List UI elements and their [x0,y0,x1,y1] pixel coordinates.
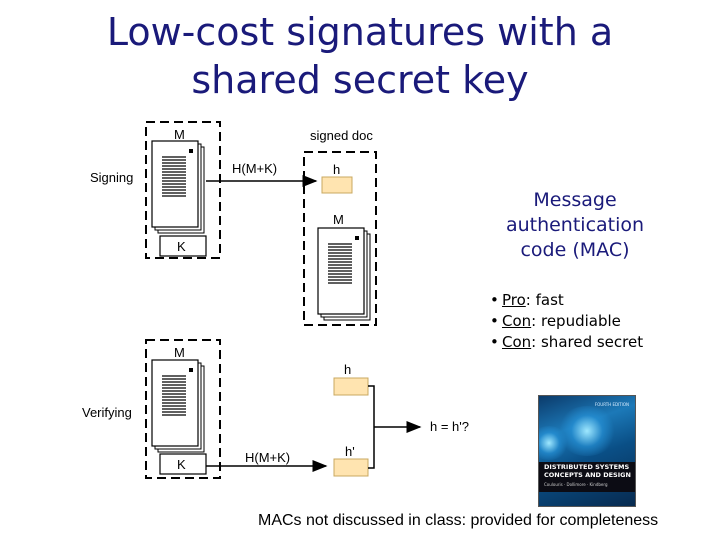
mac-title-line-2: authentication [505,214,645,236]
signing-doc-label: M [174,127,185,142]
signing-sender-box [145,121,221,259]
bullet-term: Pro [502,291,526,309]
signing-label: Signing [90,170,133,185]
verifying-receiver-box [145,339,221,479]
verifying-document-icon [151,359,205,453]
signed-doc-label: signed doc [310,128,373,143]
book-title-line-2: CONCEPTS AND DESIGN [544,471,631,479]
verifying-hash-label: H(M+K) [245,450,290,465]
verify-h-box [333,377,369,396]
verify-h-prime-box [333,458,369,477]
verifying-key-label: K [177,457,186,472]
bullet-icon: • [490,291,499,309]
bullet-text: : fast [525,291,564,309]
pros-cons-list: •Pro: fast •Con: repudiable •Con: shared… [490,290,643,353]
signed-hash-box [321,176,353,194]
book-title-line-1: DISTRIBUTED SYSTEMS [544,463,630,471]
verify-h-prime-label: h' [345,444,355,459]
bullet-term: Con [502,312,532,330]
book-cover-image: FOURTH EDITION DISTRIBUTED SYSTEMS CONCE… [538,395,636,507]
verify-h-label: h [344,362,351,377]
signed-document-icon [317,227,371,321]
bullet-text: : shared secret [531,333,644,351]
bullet-icon: • [490,312,499,330]
footnote: MACs not discussed in class: provided fo… [258,512,659,529]
slide-title: Low-cost signatures with a shared secret… [0,8,720,104]
signed-doc-box [303,151,377,326]
signing-key-box [159,235,207,257]
signing-hash-label: H(M+K) [232,161,277,176]
list-item: •Pro: fast [490,290,643,311]
list-item: •Con: shared secret [490,332,643,353]
verifying-doc-label: M [174,345,185,360]
bullet-icon: • [490,333,499,351]
compare-bracket [368,385,375,469]
signed-h-label: h [333,162,340,177]
bullet-term: Con [502,333,532,351]
verifying-label: Verifying [82,405,132,420]
mac-title-line-1: Message [533,189,617,211]
verifying-key-box [159,453,207,475]
signing-document-icon [151,140,205,234]
bullet-text: : repudiable [531,312,621,330]
mac-title: Message authentication code (MAC) [480,188,670,263]
book-title-band [539,462,635,492]
book-edition: FOURTH EDITION [594,402,629,407]
title-line-1: Low-cost signatures with a [106,10,614,54]
mac-title-line-3: code (MAC) [520,239,630,261]
compare-label: h = h'? [430,419,469,434]
book-title: DISTRIBUTED SYSTEMS CONCEPTS AND DESIGN [544,463,634,479]
signing-key-label: K [177,239,186,254]
signed-doc-m-label: M [333,212,344,227]
title-line-2: shared secret key [191,58,529,102]
book-authors: Coulouris · Dollimore · Kindberg [544,482,608,487]
list-item: •Con: repudiable [490,311,643,332]
